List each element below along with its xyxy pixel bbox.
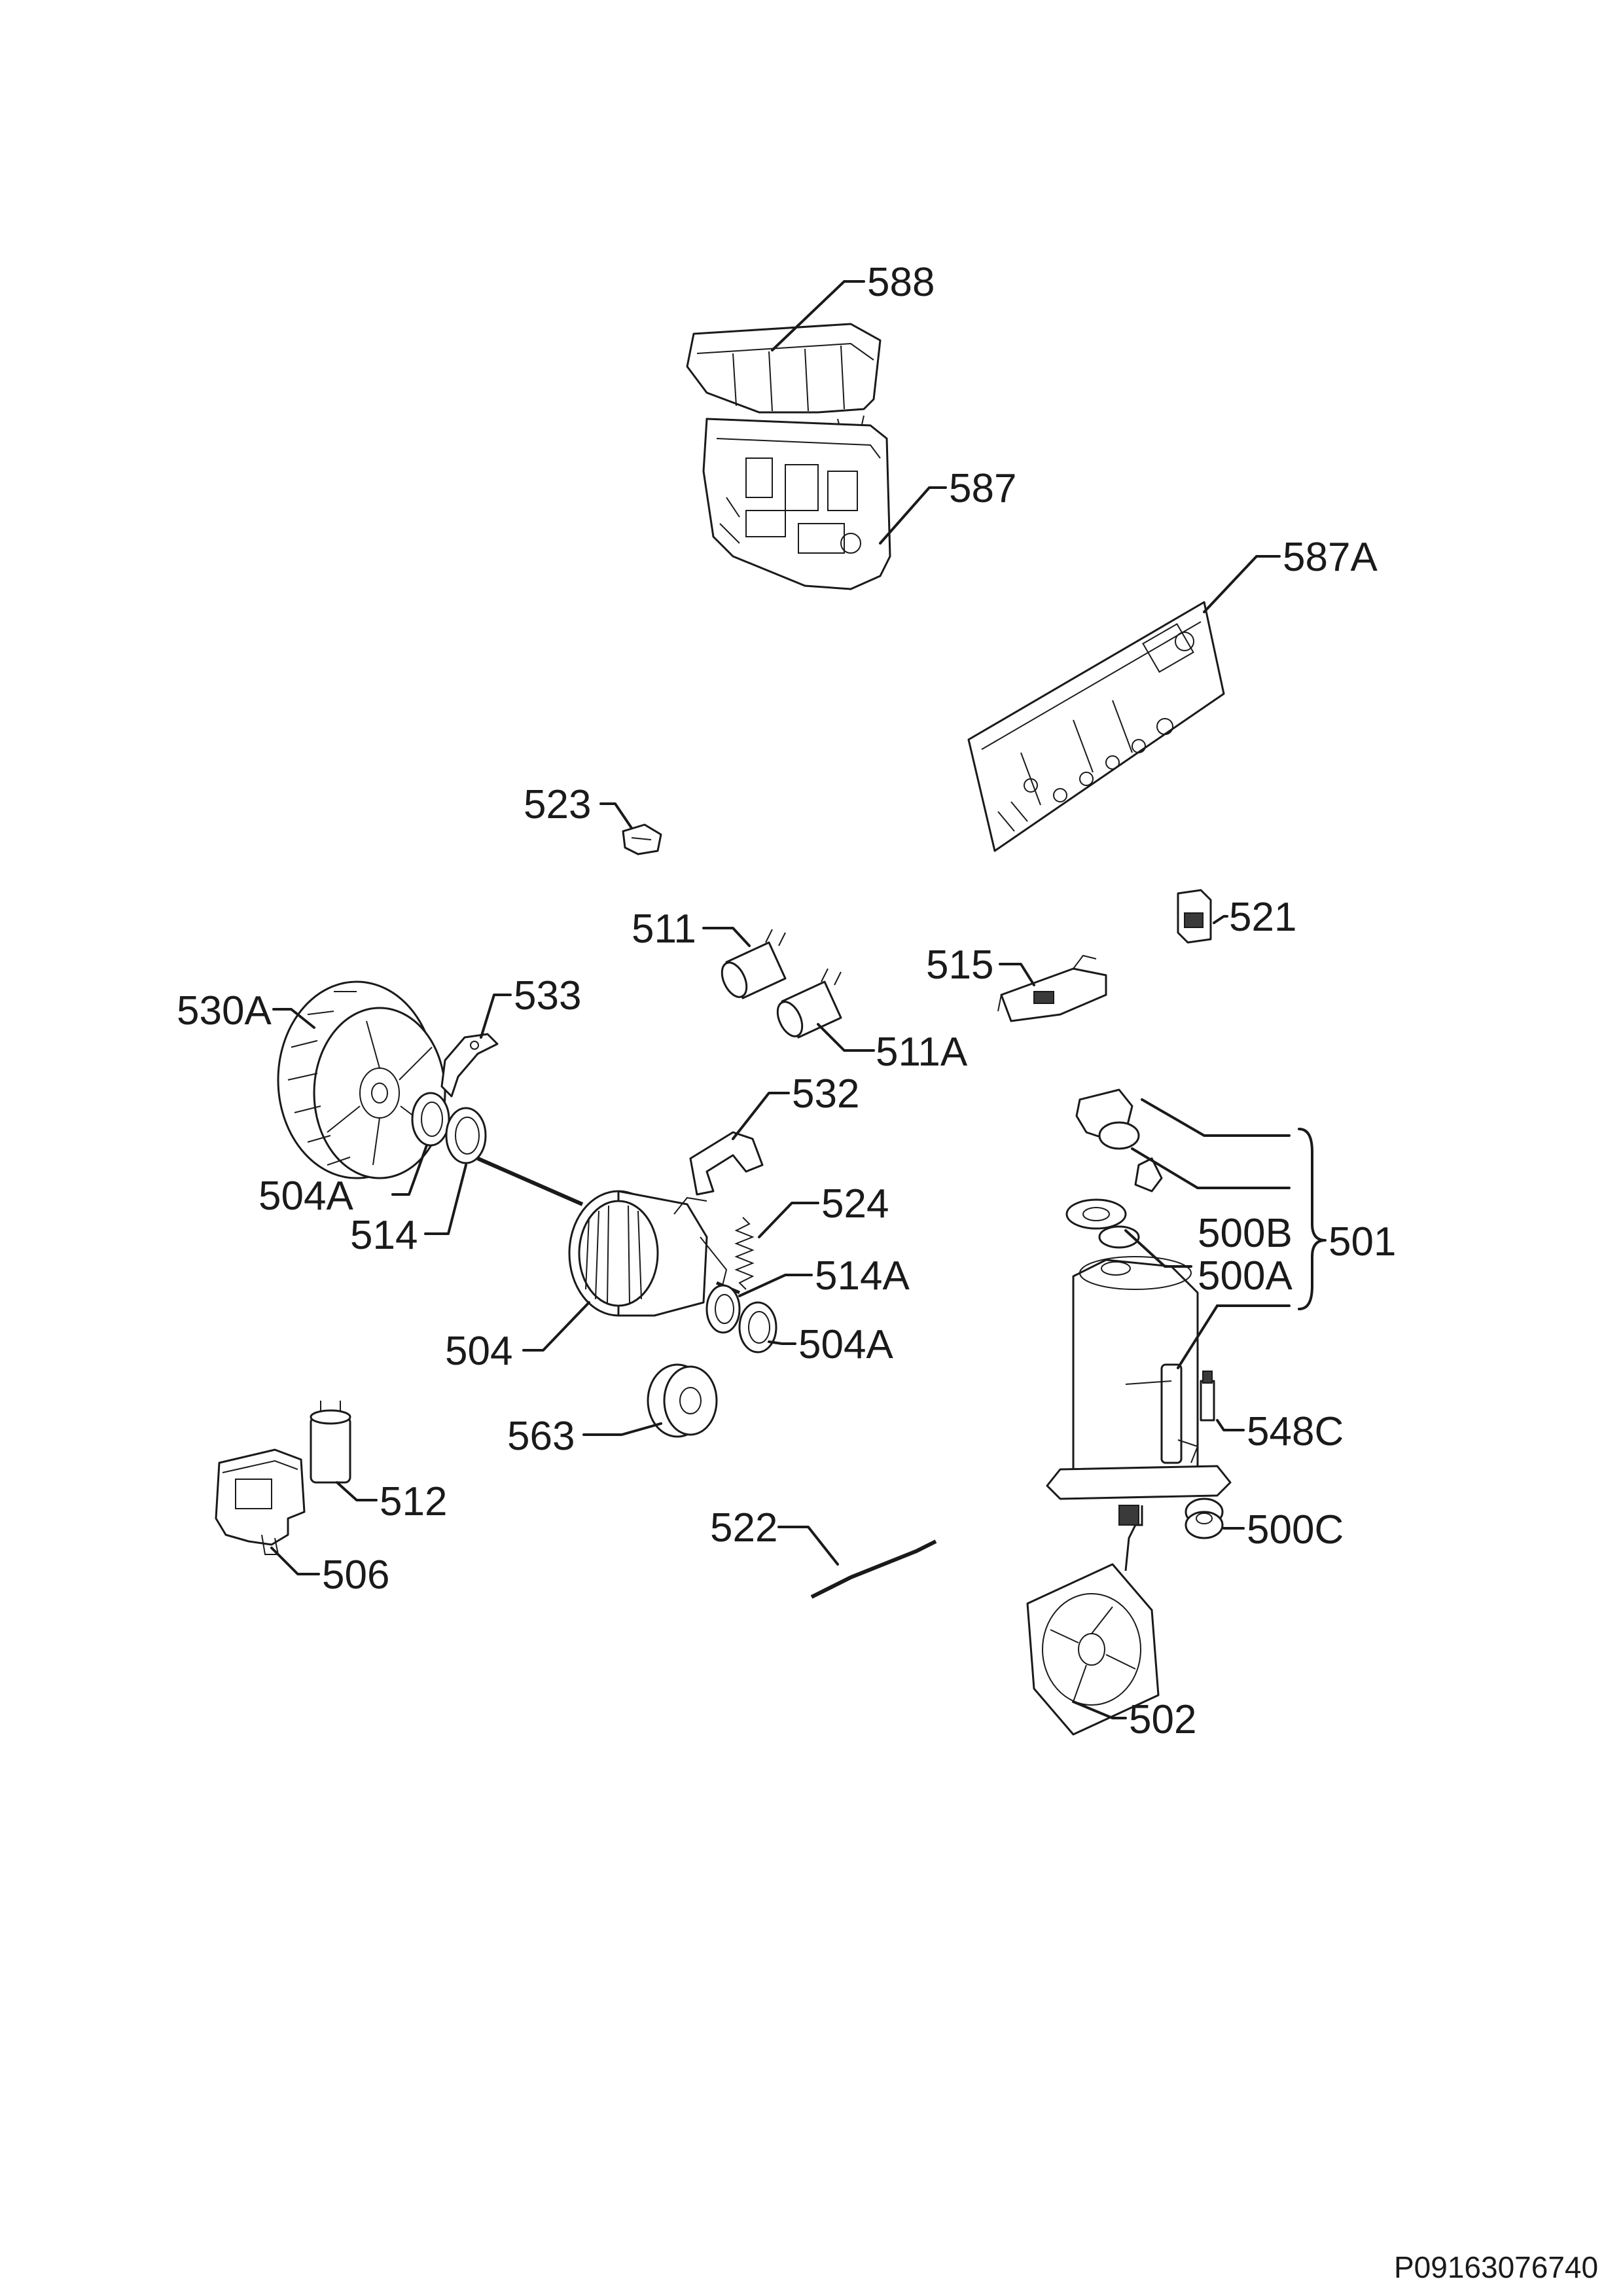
leader-500A	[1124, 1229, 1192, 1268]
leader-504A-left	[391, 1144, 428, 1196]
document-id: P09163076740	[1394, 2250, 1598, 2284]
label-533: 533	[514, 973, 581, 1018]
leader-522	[777, 1526, 839, 1566]
label-563: 563	[507, 1414, 575, 1459]
part-504-motor	[476, 1157, 740, 1317]
leader-compressor	[1177, 1304, 1219, 1369]
part-514A-bearing	[705, 1284, 741, 1334]
leader-524	[758, 1202, 819, 1238]
part-563-pulley	[647, 1363, 718, 1438]
label-514: 514	[350, 1213, 418, 1258]
label-587: 587	[949, 466, 1016, 511]
part-504A-right-seal	[738, 1301, 777, 1354]
leader-504	[522, 1301, 590, 1352]
leader-500-upper	[1141, 1098, 1291, 1137]
leader-515	[999, 963, 1035, 986]
leader-563	[582, 1422, 662, 1436]
leader-523	[599, 802, 633, 829]
part-521-sensor	[1177, 889, 1212, 944]
leader-500B	[1131, 1147, 1291, 1189]
leader-514A	[738, 1274, 813, 1297]
part-533-bracket	[440, 1033, 499, 1098]
part-514-bearing	[445, 1107, 487, 1164]
label-524: 524	[821, 1181, 889, 1227]
label-500C: 500C	[1247, 1507, 1344, 1552]
leader-532	[732, 1092, 790, 1140]
label-512: 512	[380, 1479, 447, 1524]
part-511A-capacitor	[776, 968, 842, 1039]
leader-511	[702, 927, 751, 947]
label-523: 523	[524, 782, 591, 827]
part-523-clip	[622, 823, 662, 855]
leader-506	[270, 1547, 320, 1575]
part-500C-grommet	[1185, 1498, 1224, 1539]
part-512-capacitor	[310, 1401, 351, 1484]
leader-588	[771, 280, 865, 351]
leader-548C	[1216, 1419, 1245, 1431]
leader-512	[336, 1481, 378, 1501]
part-511-capacitor	[721, 929, 787, 999]
label-548C: 548C	[1247, 1409, 1344, 1454]
label-587A: 587A	[1283, 535, 1378, 580]
label-522: 522	[710, 1505, 777, 1551]
leader-lines	[270, 280, 1327, 1719]
part-524-spring	[734, 1217, 755, 1290]
leader-511A	[817, 1023, 875, 1052]
part-504A-left-seal	[411, 1092, 450, 1147]
label-511: 511	[632, 906, 696, 952]
callout-labels: 588 587 587A 523 521 511 515 511A 530A 5…	[177, 260, 1396, 1742]
leader-587A	[1203, 555, 1281, 613]
part-587-control-module	[702, 418, 891, 590]
label-504A-left: 504A	[259, 1174, 353, 1219]
label-511A: 511A	[876, 1030, 968, 1075]
label-501: 501	[1329, 1219, 1396, 1265]
label-500B: 500B	[1198, 1211, 1293, 1256]
label-504: 504	[445, 1329, 512, 1374]
brace-501	[1298, 1128, 1327, 1310]
leader-521	[1213, 915, 1228, 924]
part-500A-gasket	[1065, 1198, 1140, 1249]
label-521: 521	[1229, 895, 1296, 940]
part-506-pump	[215, 1448, 306, 1555]
label-514A: 514A	[815, 1253, 910, 1299]
part-548C-sensor	[1200, 1371, 1215, 1422]
leader-514	[424, 1164, 467, 1235]
label-515: 515	[926, 942, 993, 988]
part-530A-impeller	[277, 980, 446, 1179]
part-515-switch	[997, 954, 1107, 1022]
part-522-probe	[810, 1539, 937, 1599]
part-532-cover	[689, 1131, 764, 1196]
part-500B-fitting	[1075, 1088, 1163, 1193]
label-502: 502	[1129, 1697, 1196, 1742]
part-502-fan	[1026, 1505, 1160, 1736]
label-588: 588	[867, 260, 935, 305]
part-501-compressor	[1046, 1256, 1232, 1500]
leader-504A-right	[768, 1340, 796, 1345]
leader-533	[480, 994, 512, 1039]
label-500A: 500A	[1198, 1253, 1293, 1299]
part-587A-pcb	[967, 601, 1225, 852]
label-504A-right: 504A	[798, 1322, 893, 1367]
label-530A: 530A	[177, 988, 272, 1033]
label-506: 506	[322, 1552, 389, 1598]
leader-587	[879, 486, 947, 545]
leader-502	[1072, 1700, 1127, 1719]
label-532: 532	[792, 1071, 859, 1117]
leader-530A	[272, 1008, 315, 1029]
